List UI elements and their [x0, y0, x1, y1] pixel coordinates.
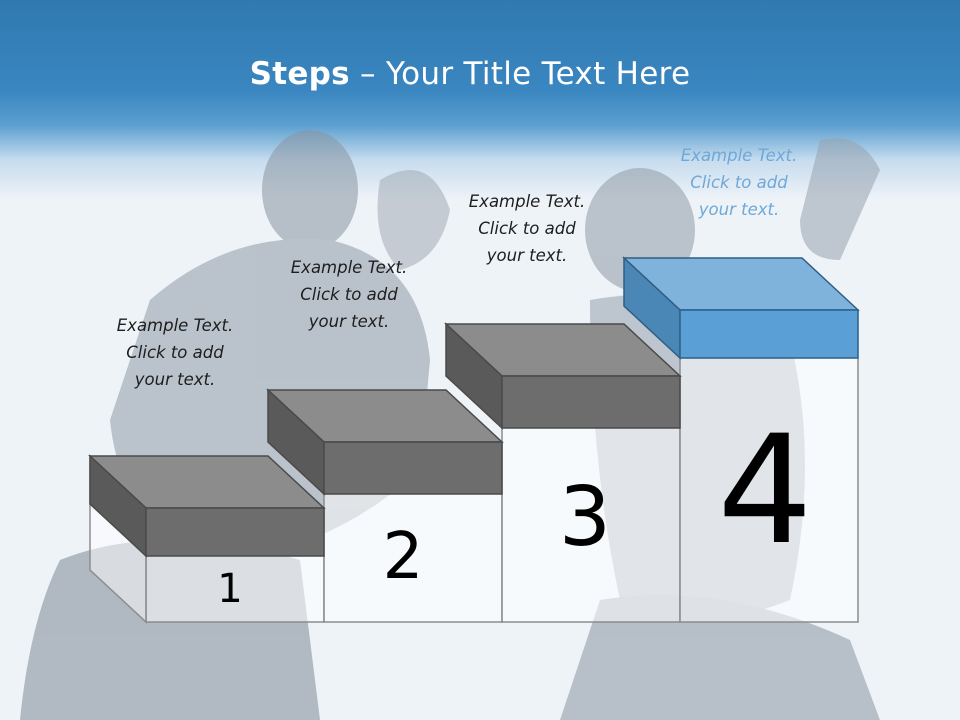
step-3-block-front: [501, 375, 681, 429]
step-4-line3: your text.: [698, 200, 780, 219]
step-3-caption: Example Text. Click to add your text.: [442, 188, 612, 269]
step-4-block-front: [679, 309, 859, 359]
step-3-line3: your text.: [486, 246, 568, 265]
step-1-caption: Example Text. Click to add your text.: [90, 312, 260, 393]
step-4-column: [679, 358, 859, 623]
step-2-line3: your text.: [308, 312, 390, 331]
step-1-line3: your text.: [134, 370, 216, 389]
step-1-line2: Click to add: [126, 343, 224, 362]
step-2-line2: Click to add: [300, 285, 398, 304]
step-1-line1: Example Text.: [116, 316, 234, 335]
step-4-caption: Example Text. Click to add your text.: [654, 142, 824, 223]
step-2-caption: Example Text. Click to add your text.: [264, 254, 434, 335]
step-2-number: 2: [382, 520, 424, 594]
step-4-number: 4: [717, 404, 813, 578]
step-3-line2: Click to add: [478, 219, 576, 238]
header-band: [0, 0, 960, 200]
step-4-line2: Click to add: [690, 173, 788, 192]
title-rest: – Your Title Text Here: [349, 56, 691, 92]
step-3-line1: Example Text.: [468, 192, 586, 211]
step-1-block-front: [145, 507, 325, 557]
title-bold: Steps: [249, 56, 350, 92]
step-1-number: 1: [217, 566, 243, 612]
step-2-block-front: [323, 441, 503, 495]
slide-title: Steps – Your Title Text Here: [0, 56, 940, 92]
step-4-line1: Example Text.: [680, 146, 798, 165]
step-2-line1: Example Text.: [290, 258, 408, 277]
step-3-number: 3: [558, 470, 612, 565]
